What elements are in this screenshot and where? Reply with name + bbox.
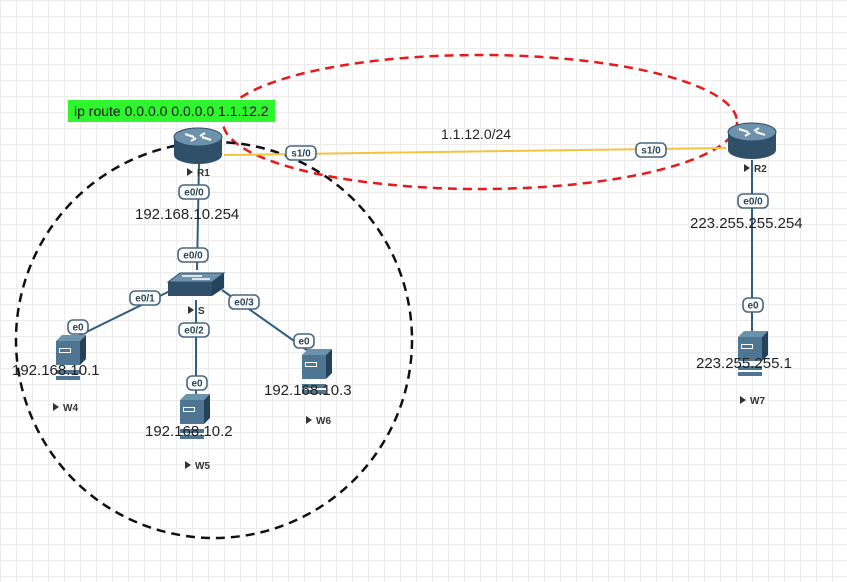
- svg-text:e0: e0: [191, 379, 203, 390]
- port-label-w6-e0: e0: [293, 333, 315, 349]
- device-name-switch: S: [188, 306, 205, 317]
- ip-label-w7: 223.255.255.1: [696, 355, 792, 372]
- router-r1[interactable]: [173, 127, 223, 165]
- switch-s[interactable]: [167, 272, 225, 297]
- port-label-w4-e0: e0: [67, 319, 89, 335]
- link-network-label: 1.1.12.0/24: [441, 126, 511, 142]
- svg-text:e0: e0: [747, 301, 759, 312]
- wan-link-ellipse: [221, 53, 739, 191]
- svg-text:W5: W5: [195, 461, 210, 472]
- svg-text:e0/0: e0/0: [184, 188, 204, 199]
- svg-text:e0/1: e0/1: [135, 294, 155, 305]
- svg-text:W6: W6: [316, 416, 331, 427]
- port-label-r1-e0-0: e0/0: [178, 184, 210, 200]
- switch-icon: [167, 272, 225, 297]
- port-label-switch-e0-3: e0/3: [228, 294, 260, 310]
- ip-label-w4: 192.168.10.1: [12, 362, 100, 379]
- port-label-w5-e0: e0: [186, 375, 208, 391]
- svg-text:e0/2: e0/2: [184, 326, 204, 337]
- router-icon: [727, 122, 777, 160]
- device-name-w7: W7: [740, 396, 765, 407]
- device-name-r1: R1: [187, 168, 210, 179]
- svg-text:e0/0: e0/0: [183, 251, 203, 262]
- static-route-command: ip route 0.0.0.0 0.0.0.0 1.1.12.2: [68, 100, 275, 122]
- ip-label-r1: 192.168.10.254: [135, 206, 239, 223]
- device-name-r2: R2: [744, 164, 767, 175]
- svg-text:R2: R2: [754, 164, 767, 175]
- svg-text:e0: e0: [72, 323, 84, 334]
- port-label-switch-e0-0: e0/0: [177, 247, 209, 263]
- port-label-switch-e0-1: e0/1: [129, 290, 161, 306]
- port-label-r2-e0-0: e0/0: [737, 193, 769, 209]
- svg-text:s1/0: s1/0: [641, 146, 661, 157]
- port-label-switch-e0-2: e0/2: [178, 322, 210, 338]
- router-r2[interactable]: [727, 122, 777, 160]
- svg-text:R1: R1: [197, 168, 210, 179]
- svg-text:e0: e0: [298, 337, 310, 348]
- ip-label-w5: 192.168.10.2: [145, 423, 233, 440]
- svg-text:W4: W4: [63, 403, 78, 414]
- ip-label-w6: 192.168.10.3: [264, 382, 352, 399]
- device-name-w6: W6: [306, 416, 331, 427]
- svg-text:W7: W7: [750, 396, 765, 407]
- svg-text:e0/3: e0/3: [234, 298, 254, 309]
- port-label-r1-s1-0: s1/0: [285, 145, 317, 161]
- svg-text:e0/0: e0/0: [743, 197, 763, 208]
- svg-text:S: S: [198, 306, 205, 317]
- router-icon: [173, 127, 223, 165]
- device-name-w4: W4: [53, 403, 78, 414]
- ip-label-r2: 223.255.255.254: [690, 215, 803, 232]
- port-label-w7-e0: e0: [742, 297, 764, 313]
- device-name-w5: W5: [185, 461, 210, 472]
- port-label-r2-s1-0: s1/0: [635, 142, 667, 158]
- svg-text:s1/0: s1/0: [291, 149, 311, 160]
